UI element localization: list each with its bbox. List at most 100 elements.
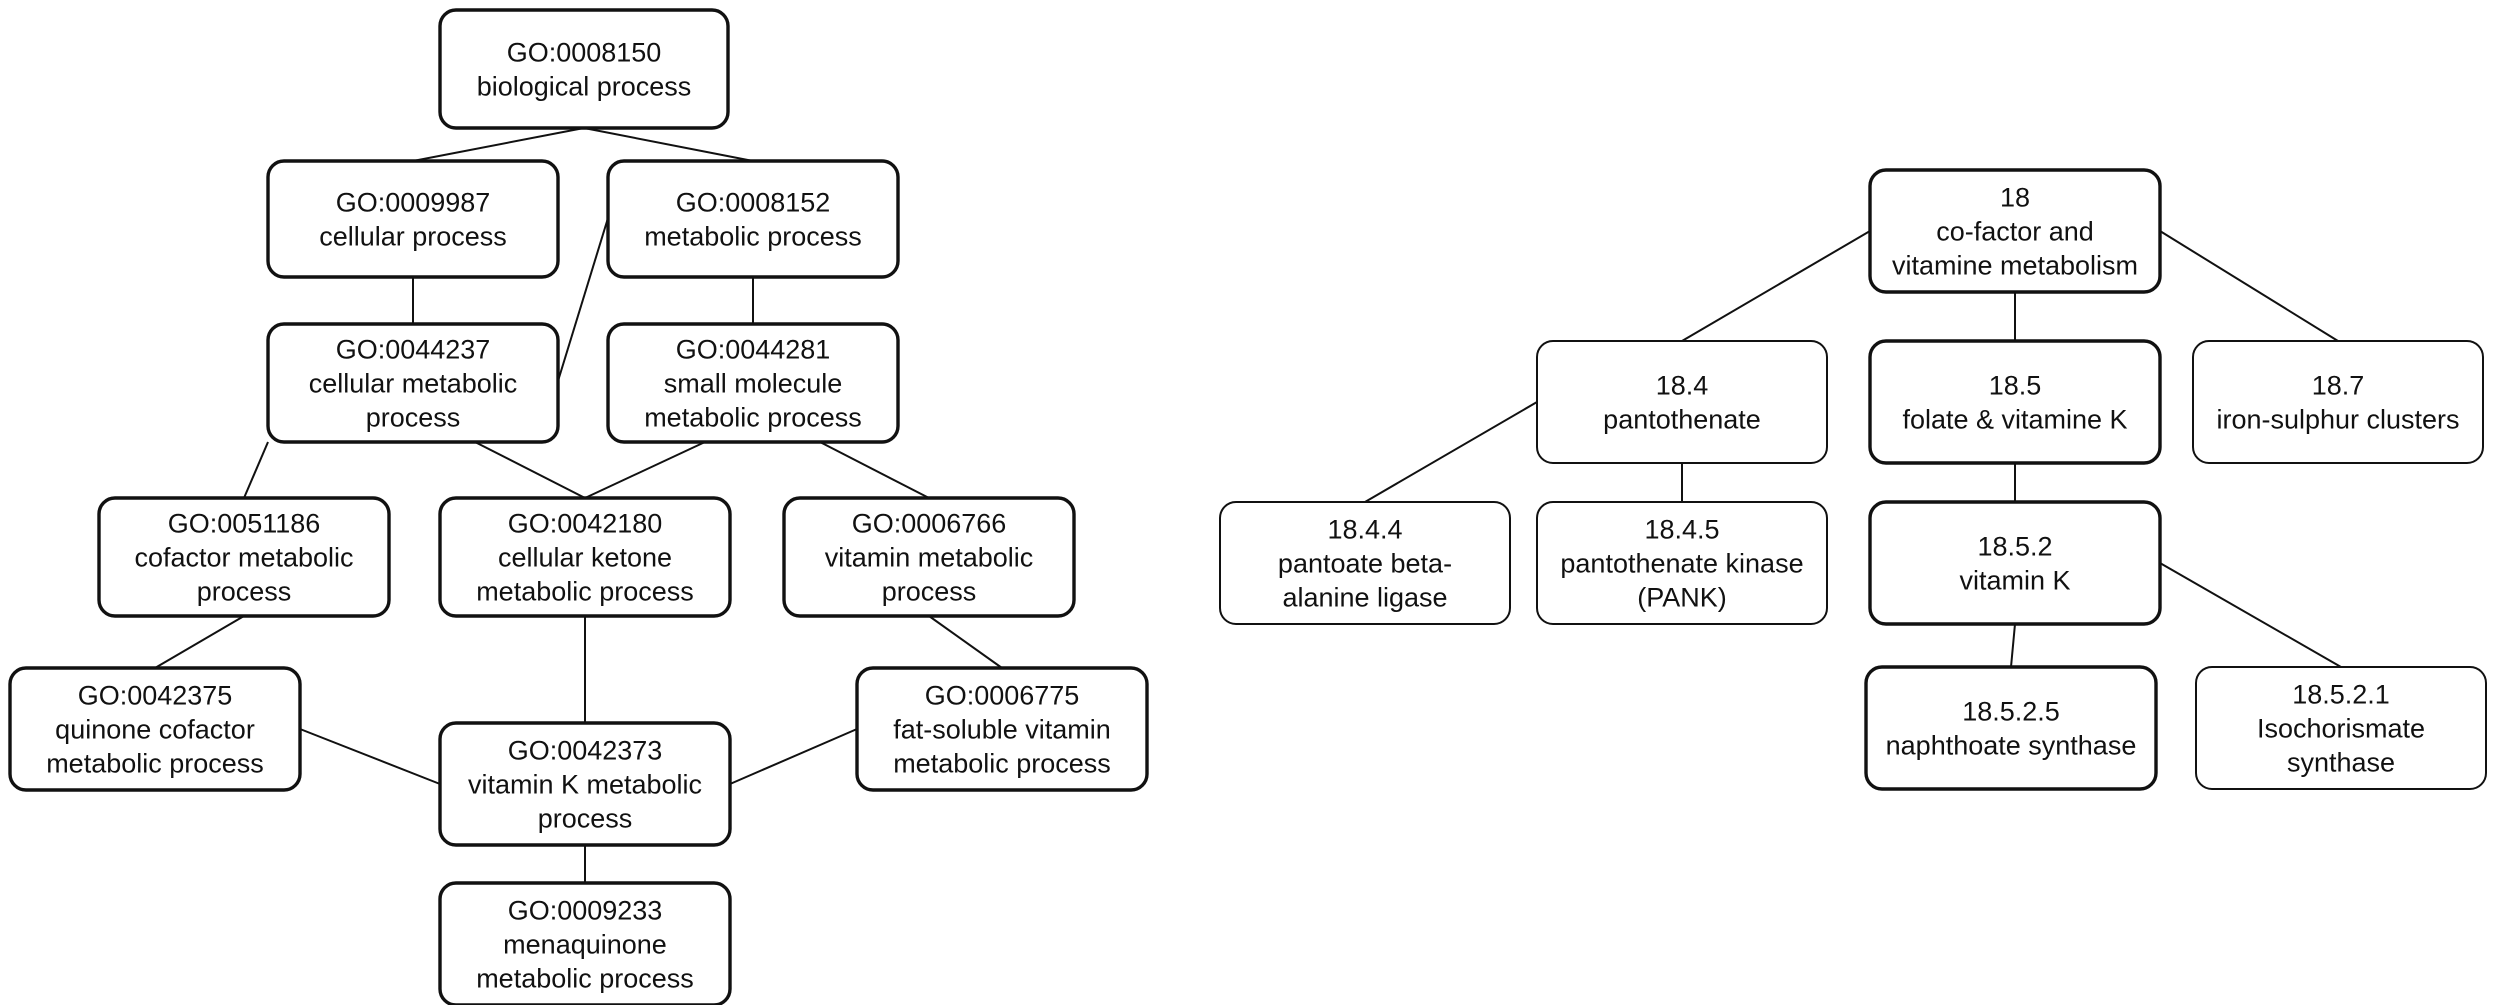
node-f18_5: 18.5 folate & vitamine K [1868,339,2162,465]
node-f18_4_4: 18.4.4 pantoate beta-alanine ligase [1219,501,1511,625]
node-description-label: metabolic process [893,749,1111,779]
node-description-label: vitamine metabolism [1892,251,2138,281]
node-go42180: GO:0042180 cellular ketone metabolic proce… [438,496,732,618]
node-description-label: (PANK) [1637,583,1727,613]
edge-go51186-to-go42375 [154,615,245,669]
node-description-label: cellular metabolic [309,369,518,399]
edge-f18-to-f18_7 [2159,230,2339,342]
node-go44281: GO:0044281 small molecule metabolic proces… [606,322,900,444]
node-box [1219,501,1511,625]
node-id-label: GO:0042180 [508,509,663,539]
node-box [1536,501,1828,625]
node-f18_4_5: 18.4.5 pantothenate kinase (PANK) [1536,501,1828,625]
edge-go44237-to-go51186 [243,441,269,499]
node-id-label: GO:0008152 [676,188,831,218]
node-box [606,322,900,444]
node-go8150: GO:0008150 biological process [438,8,730,130]
node-box [1868,168,2162,294]
node-description-label: process [538,804,633,834]
node-description-label: metabolic process [476,577,694,607]
node-box [1864,665,2158,791]
node-box [438,881,732,1005]
edge-go8150-to-go9987 [412,127,585,162]
node-description-label: synthase [2287,748,2395,778]
node-box [606,159,900,279]
edge-go6775-to-go42373 [729,728,858,785]
node-id-label: GO:0044281 [676,335,831,365]
node-f18_7: 18.7 iron-sulphur clusters [2192,340,2484,464]
node-box [97,496,391,618]
edge-go44237-to-go42180 [474,441,586,499]
edge-f18_5_2-to-f18_5_2_1 [2159,562,2342,668]
node-box [1868,339,2162,465]
node-box [438,8,730,130]
node-description-label: cofactor metabolic [134,543,353,573]
node-description-label: process [366,403,461,433]
node-id-label: GO:0051186 [168,509,321,539]
edge-f18_5_2-to-f18_5_2_5 [2010,623,2016,668]
node-go44237: GO:0044237 cellular metabolic process [266,322,560,444]
node-description-label: naphthoate synthase [1886,731,2137,761]
node-description-label: pantoate beta- [1278,549,1452,579]
node-box [1536,340,1828,464]
node-box [782,496,1076,618]
node-box [266,322,560,444]
node-description-label: iron-sulphur clusters [2216,405,2459,435]
node-description-label: process [882,577,977,607]
node-id-label: GO:0009987 [336,188,491,218]
node-description-label: alanine ligase [1282,583,1447,613]
node-go42373: GO:0042373 vitamin K metabolic process [438,721,732,847]
node-description-label: folate & vitamine K [1902,405,2127,435]
node-f18_5_2: 18.5.2 vitamin K [1868,500,2162,626]
node-description-label: metabolic process [644,403,862,433]
edge-go8150-to-go8152 [583,127,754,162]
edge-f18-to-f18_4 [1681,230,1871,342]
node-description-label: metabolic process [46,749,264,779]
node-description-label: cellular process [319,222,507,252]
node-description-label: vitamin K metabolic [468,770,702,800]
edges-layer [154,127,2342,883]
node-id-label: GO:0042373 [508,736,663,766]
node-id-label: 18.5.2.5 [1962,697,2060,727]
node-box [8,666,302,792]
node-description-label: small molecule [664,369,843,399]
node-id-label: GO:0006766 [852,509,1007,539]
node-description-label: cellular ketone [498,543,672,573]
node-box [438,721,732,847]
node-box [855,666,1149,792]
node-id-label: GO:0006775 [925,681,1080,711]
node-description-label: quinone cofactor [55,715,255,745]
node-id-label: 18.5.2.1 [2292,680,2390,710]
node-description-label: pantothenate [1603,405,1761,435]
node-f18_5_2_5: 18.5.2.5 naphthoate synthase [1864,665,2158,791]
node-id-label: 18.7 [2312,371,2365,401]
node-description-label: co-factor and [1936,217,2094,247]
node-id-label: GO:0044237 [336,335,491,365]
node-id-label: GO:0008150 [507,38,662,68]
node-id-label: GO:0009233 [508,896,663,926]
node-description-label: biological process [477,72,692,102]
node-description-label: vitamin K [1959,566,2070,596]
node-id-label: GO:0042375 [78,681,233,711]
node-id-label: 18.5 [1989,371,2042,401]
edge-f18_4-to-f18_4_4 [1364,401,1538,503]
edge-go44281-to-go6766 [819,441,930,499]
node-id-label: 18.5.2 [1977,532,2052,562]
node-id-label: 18.4.4 [1327,515,1402,545]
node-box [266,159,560,279]
node-description-label: menaquinone [503,930,667,960]
edge-go44281-to-go42180 [584,441,706,499]
node-id-label: 18.4.5 [1644,515,1719,545]
node-description-label: Isochorismate [2257,714,2425,744]
node-box [2192,340,2484,464]
node-description-label: pantothenate kinase [1560,549,1803,579]
